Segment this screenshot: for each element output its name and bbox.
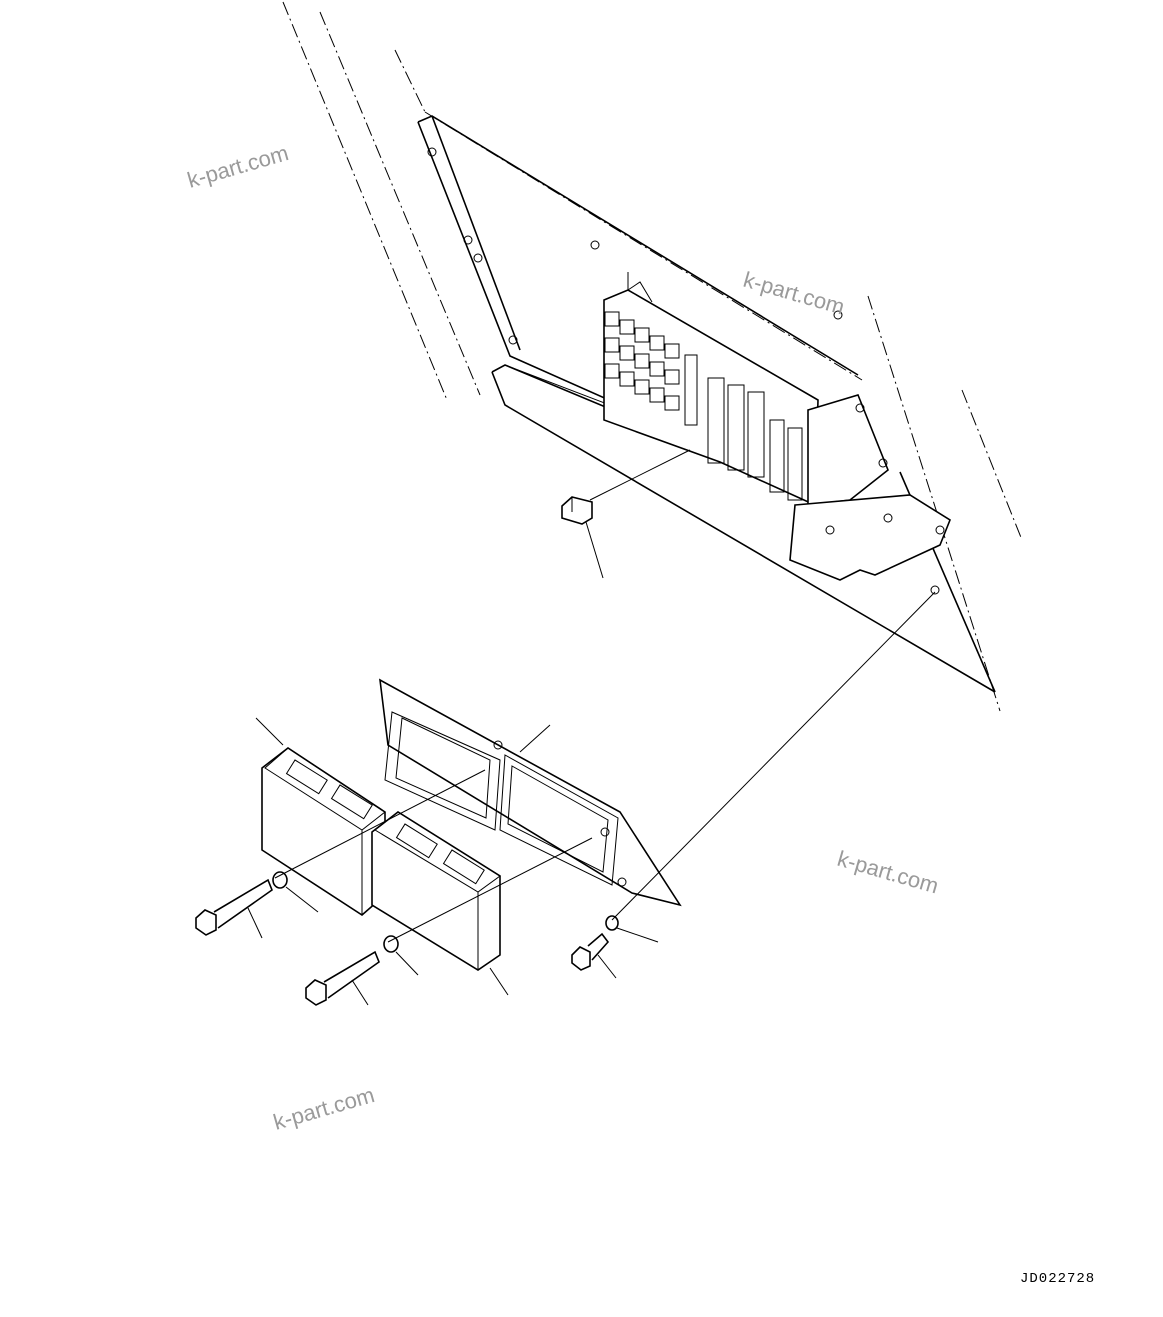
watermark: k-part.com: [835, 846, 942, 899]
relay-part: [561, 449, 691, 579]
relay-rows: [604, 311, 803, 501]
controller-unit-2: [371, 811, 509, 996]
fasteners: [195, 591, 936, 1006]
relay-fuse-block: [603, 272, 951, 581]
watermark: k-part.com: [270, 1082, 377, 1135]
drawing-code: JD022728: [1020, 1271, 1096, 1287]
watermark: k-part.com: [741, 267, 848, 320]
controller-bracket: [379, 678, 682, 907]
watermark: k-part.com: [184, 140, 291, 193]
